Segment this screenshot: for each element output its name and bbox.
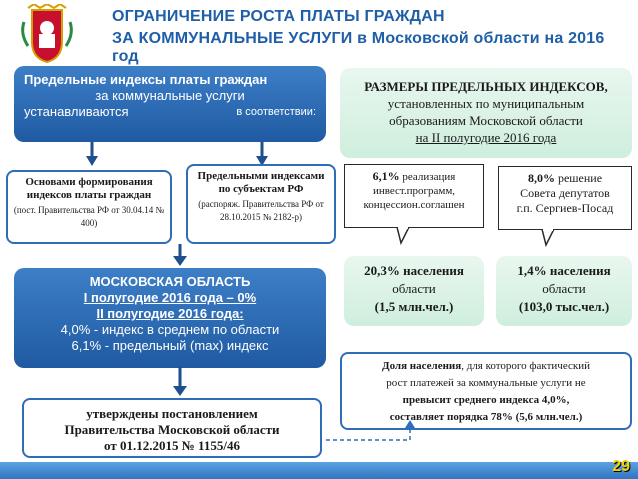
footer-bar: [0, 462, 638, 479]
moscow-h2: II полугодие 2016 года:: [96, 306, 244, 321]
moscow-line2: 6,1% - предельный (max) индекс: [71, 338, 269, 353]
callout-6-1-percent: 6,1% реализация инвест.программ, концесс…: [344, 164, 484, 228]
stat-right-line2: области: [542, 281, 586, 296]
indices-sizes-line3: образованиям Московской области: [389, 113, 583, 128]
approved-decree-box: утверждены постановлением Правительства …: [22, 398, 322, 458]
callout-8-0-value: 8,0%: [527, 171, 555, 185]
moscow-line1: 4,0% - индекс в среднем по области: [60, 322, 280, 337]
callout-8-0-percent: 8,0% решение Совета депутатов г.п. Серги…: [498, 166, 632, 230]
indices-sizes-line1: РАЗМЕРЫ ПРЕДЕЛЬНЫХ ИНДЕКСОВ,: [364, 79, 608, 94]
indices-basis-box: Предельные индексы платы граждан за комм…: [14, 66, 326, 142]
share-line1a: Доля населения: [382, 360, 462, 372]
basis-federal-decree-note: (пост. Правительства РФ от 30.04.14 № 40…: [13, 205, 165, 228]
share-line2: рост платежей за коммунальные услуги не: [386, 377, 586, 389]
stat-left-line3: (1,5 млн.чел.): [374, 299, 454, 314]
stat-right-line3: (103,0 тыс.чел.): [518, 299, 610, 314]
arrow-down-to-moscow: [173, 244, 187, 266]
stat-right-line1: 1,4% населения: [517, 263, 611, 278]
callout-6-1-line2: инвест.программ,: [372, 185, 456, 197]
indices-basis-line3a: устанавливаются: [24, 104, 129, 119]
callout-6-1-value: 6,1%: [372, 169, 400, 183]
indices-sizes-line2: установленных по муниципальным: [387, 96, 585, 111]
stat-left-line1: 20,3% населения: [364, 263, 464, 278]
callout-6-1-line3: концессион.соглашен: [363, 199, 465, 211]
callout-6-1-tail: реализация: [402, 171, 456, 183]
arrow-down-to-approved: [173, 366, 187, 396]
approved-line3: от 01.12.2015 № 1155/46: [104, 438, 240, 453]
share-line1b: , для которого фактический: [461, 360, 590, 372]
share-line3: превысит среднего индекса 4,0%,: [402, 394, 570, 406]
stat-population-1-4: 1,4% населения области (103,0 тыс.чел.): [496, 256, 632, 326]
arrows-top-left: [86, 142, 268, 166]
regional-indices-box: Предельными индексами по субъектам РФ (р…: [186, 164, 336, 244]
basis-federal-decree-title: Основами формирования индексов платы гра…: [25, 176, 153, 201]
callout-8-0-tail-pointer: [541, 229, 555, 247]
share-line4: составляет порядка 78% (5,6 млн.чел.): [389, 411, 583, 423]
regional-indices-title: Предельными индексами по субъектам РФ: [197, 170, 325, 195]
population-share-box: Доля населения, для которого фактический…: [340, 352, 632, 430]
callout-8-0-tail: решение: [557, 171, 603, 185]
moscow-region-title: МОСКОВСКАЯ ОБЛАСТЬ: [89, 274, 251, 289]
indices-basis-line1: Предельные индексы платы граждан: [24, 72, 268, 87]
approved-line1: утверждены постановлением: [86, 406, 258, 421]
page-title-line2: ЗА КОММУНАЛЬНЫЕ УСЛУГИ в Московской обла…: [112, 30, 605, 65]
moscow-h1: I полугодие 2016 года – 0%: [83, 290, 257, 305]
callout-8-0-line2: Совета депутатов: [520, 186, 610, 200]
stat-population-20-3: 20,3% населения области (1,5 млн.чел.): [344, 256, 484, 326]
moscow-region-box: МОСКОВСКАЯ ОБЛАСТЬ I полугодие 2016 года…: [14, 268, 326, 368]
dashed-connector: [326, 420, 415, 441]
callout-8-0-line3: г.п. Сергиев-Посад: [516, 201, 614, 215]
basis-federal-decree-box: Основами формирования индексов платы гра…: [6, 170, 172, 244]
indices-basis-line3b: в соответствии:: [236, 106, 316, 118]
stat-left-line2: области: [392, 281, 436, 296]
indices-sizes-line4: на II полугодие 2016 года: [415, 130, 557, 145]
regional-indices-note: (распоряж. Правительства РФ от 28.10.201…: [198, 199, 324, 222]
indices-basis-line2: за коммунальные услуги: [95, 88, 245, 103]
page-title-line1: ОГРАНИЧЕНИЕ РОСТА ПЛАТЫ ГРАЖДАН: [112, 8, 445, 25]
indices-sizes-box: РАЗМЕРЫ ПРЕДЕЛЬНЫХ ИНДЕКСОВ, установленн…: [340, 68, 632, 158]
moscow-region-coat-of-arms-icon: [14, 2, 80, 64]
callout-6-1-tail-pointer: [396, 227, 410, 245]
page-number: 29: [612, 458, 630, 475]
approved-line2: Правительства Московской области: [64, 422, 280, 437]
